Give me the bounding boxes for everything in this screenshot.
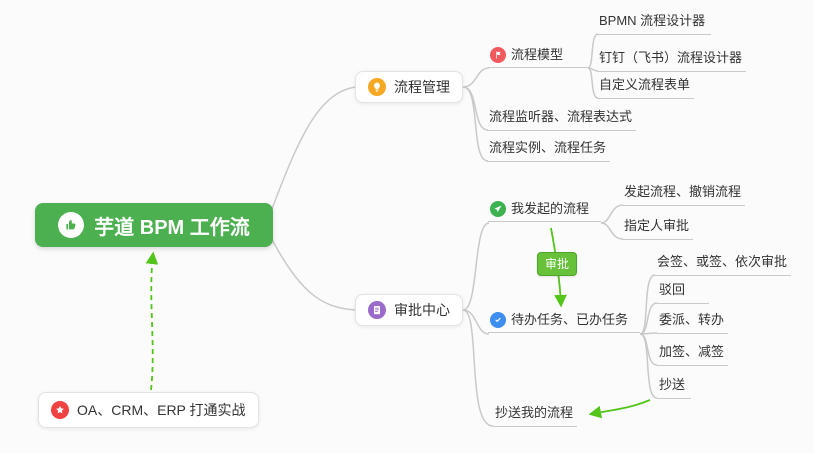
connector-todo-cc	[639, 333, 658, 399]
node-process-model[interactable]: 流程模型	[488, 46, 590, 68]
node-process-listener[interactable]: 流程监听器、流程表达式	[487, 108, 637, 131]
node-initiate-revoke[interactable]: 发起流程、撤销流程	[622, 183, 746, 206]
lightbulb-icon	[368, 78, 386, 96]
flag-icon	[490, 46, 506, 63]
process-management-label: 流程管理	[394, 79, 450, 95]
node-process-management[interactable]: 流程管理	[355, 71, 463, 103]
connector-todo-sign	[639, 333, 658, 366]
clipboard-icon	[368, 301, 386, 319]
connector-process-model	[462, 67, 490, 88]
node-countersign[interactable]: 会签、或签、依次审批	[655, 253, 792, 276]
relation-arrow-cc	[588, 399, 651, 419]
node-my-initiated[interactable]: 我发起的流程	[488, 200, 601, 222]
node-process-instance[interactable]: 流程实例、流程任务	[487, 139, 611, 162]
node-add-reduce-sign[interactable]: 加签、减签	[657, 343, 729, 366]
thumbs-up-icon	[58, 212, 85, 238]
approval-center-label: 审批中心	[394, 302, 450, 318]
connector-myinitiated-assignee	[600, 222, 624, 240]
node-custom-form[interactable]: 自定义流程表单	[597, 76, 695, 99]
connector-model-customform	[587, 67, 599, 99]
connector-root-process	[269, 86, 357, 215]
node-dingtalk-designer[interactable]: 钉钉（飞书）流程设计器	[597, 49, 747, 72]
node-assignee-approve[interactable]: 指定人审批	[622, 217, 694, 240]
practice-label: OA、CRM、ERP 打通实战	[77, 402, 246, 418]
connector-approval-ccmy	[462, 309, 494, 427]
connector-process-instance	[462, 86, 489, 162]
node-delegate-transfer[interactable]: 委派、转办	[657, 311, 729, 334]
root-node[interactable]: 芋道 BPM 工作流	[35, 203, 273, 247]
root-label: 芋道 BPM 工作流	[94, 216, 250, 239]
paper-plane-icon	[490, 200, 506, 217]
process-model-label: 流程模型	[511, 47, 564, 62]
node-todo-done-tasks[interactable]: 待办任务、已办任务	[488, 311, 640, 333]
node-cc-my-process[interactable]: 抄送我的流程	[493, 404, 578, 427]
my-initiated-label: 我发起的流程	[511, 201, 590, 216]
node-oa-crm-erp-practice[interactable]: OA、CRM、ERP 打通实战	[38, 392, 259, 428]
node-cc[interactable]: 抄送	[657, 376, 691, 399]
todo-done-label: 待办任务、已办任务	[511, 312, 629, 327]
node-approval-center[interactable]: 审批中心	[355, 294, 463, 326]
node-reject[interactable]: 驳回	[657, 281, 709, 304]
connector-todo-reject	[639, 302, 658, 335]
relation-arrow-practice-root	[145, 251, 159, 391]
check-icon	[490, 311, 506, 328]
star-icon	[51, 401, 69, 419]
relationship-label-approve[interactable]: 审批	[537, 252, 578, 276]
connector-approval-myinitiated	[462, 222, 490, 311]
connector-myinitiated-initiate	[600, 204, 624, 224]
connector-root-approval	[269, 235, 357, 311]
node-bpmn-designer[interactable]: BPMN 流程设计器	[597, 12, 711, 35]
